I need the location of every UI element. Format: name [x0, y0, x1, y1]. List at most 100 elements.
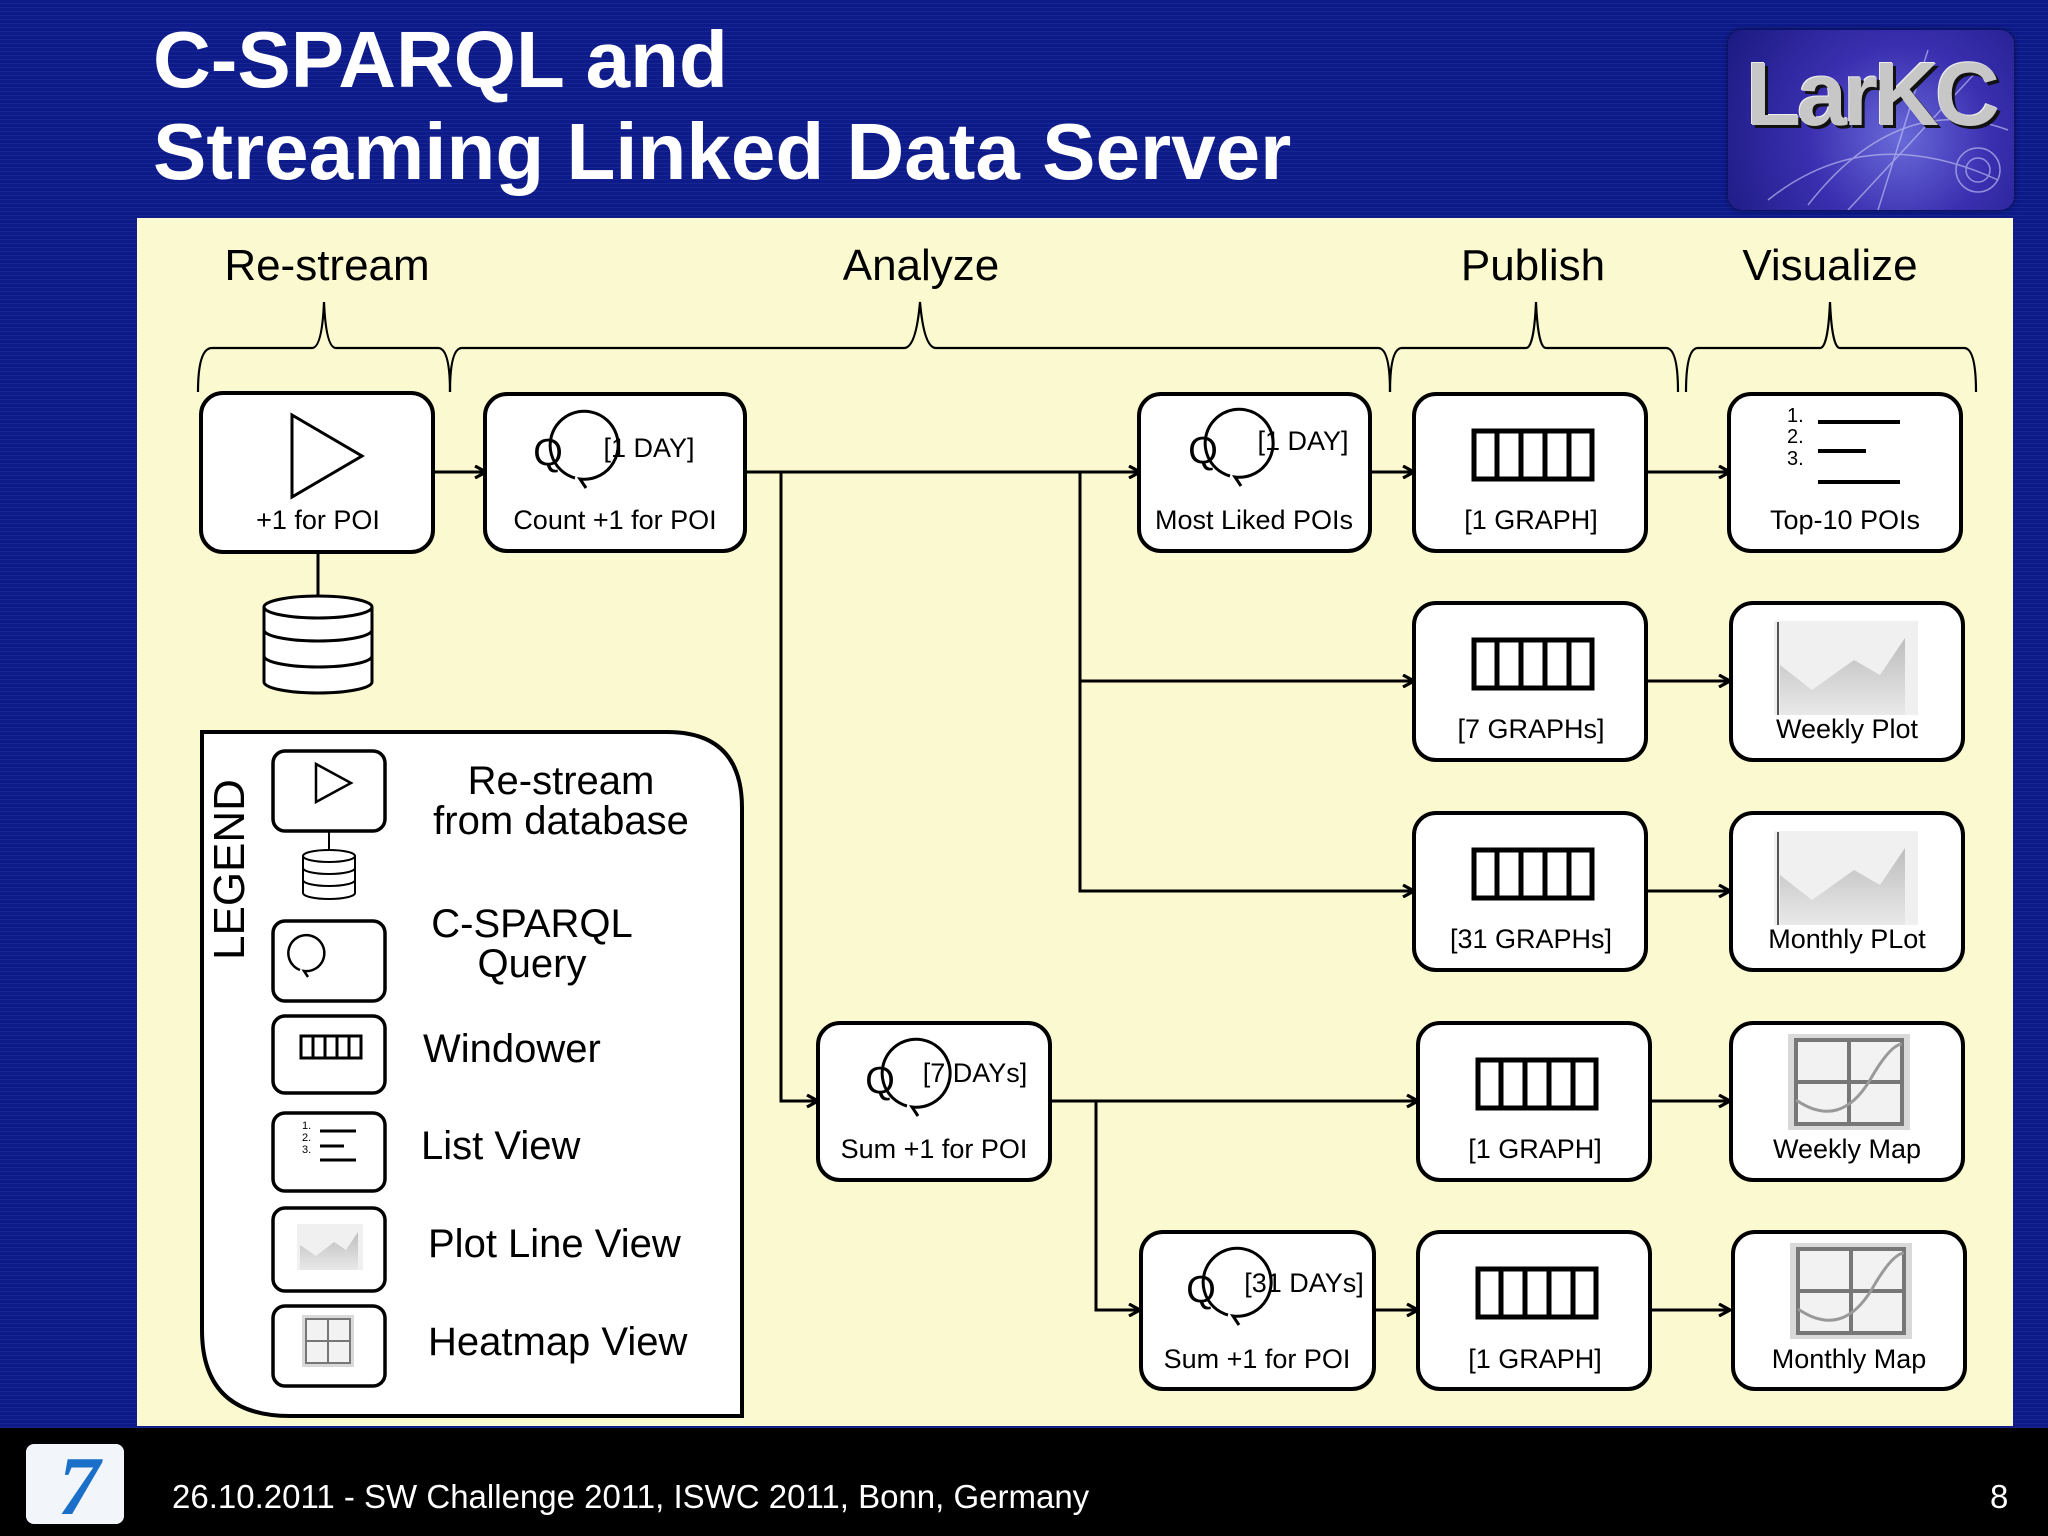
- edge-sum7-to-sum31: [1094, 1101, 1140, 1310]
- query-icon: [1201, 1246, 1273, 1326]
- windower-icon: [1471, 637, 1595, 691]
- title-line-1: C-SPARQL and: [153, 15, 728, 104]
- brace-visualize: [1684, 301, 1978, 393]
- node-sum31-query[interactable]: Q [31 DAYs] Sum +1 for POI: [1139, 1230, 1376, 1391]
- node-view-weekly-map-label: Weekly Map: [1773, 1134, 1921, 1164]
- pipeline-diagram: Re-stream Analyze Publish Visualize: [137, 218, 2013, 1426]
- svg-text:2.: 2.: [1787, 426, 1804, 448]
- page-number: 8: [1990, 1478, 2009, 1515]
- phase-label-visualize: Visualize: [1742, 241, 1917, 290]
- node-view-weekly-plot-label: Weekly Plot: [1776, 714, 1919, 744]
- brace-restream: [196, 301, 452, 393]
- node-windower-4-label: [1 GRAPH]: [1468, 1134, 1602, 1164]
- brace-analyze: [448, 301, 1392, 393]
- legend-query-line2: Query: [478, 942, 587, 986]
- node-windower-3-label: [31 GRAPHs]: [1450, 924, 1612, 954]
- node-most-liked-query-window: [1 DAY]: [1257, 426, 1348, 456]
- node-count-query-label: Count +1 for POI: [513, 505, 716, 535]
- windower-icon: [1471, 428, 1595, 482]
- database-icon: [262, 594, 374, 695]
- node-windower-4[interactable]: [1 GRAPH]: [1416, 1021, 1652, 1182]
- legend-heatmap-label: Heatmap View: [428, 1320, 688, 1364]
- plot-line-icon: [1774, 831, 1918, 925]
- query-icon-letter: Q: [1188, 430, 1218, 472]
- list-icon: 1. 2. 3.: [302, 1120, 356, 1162]
- node-windower-5[interactable]: [1 GRAPH]: [1416, 1230, 1652, 1391]
- windower-icon: [1475, 1266, 1599, 1320]
- node-windower-1-label: [1 GRAPH]: [1464, 505, 1598, 535]
- play-icon: [314, 761, 354, 805]
- node-windower-3[interactable]: [31 GRAPHs]: [1412, 811, 1648, 972]
- query-icon-letter: Q: [533, 432, 563, 474]
- legend-restream-line2: from database: [433, 799, 689, 843]
- node-windower-2-label: [7 GRAPHs]: [1457, 714, 1604, 744]
- node-restream[interactable]: +1 for POI: [199, 391, 435, 554]
- edge-count-to-sum7: [779, 472, 818, 1101]
- heatmap-icon: [1790, 1243, 1912, 1339]
- node-most-liked-query[interactable]: Q [1 DAY] Most Liked POIs: [1137, 392, 1372, 553]
- query-icon-letter: Q: [865, 1060, 895, 1102]
- query-icon: [548, 409, 620, 489]
- node-windower-1[interactable]: [1 GRAPH]: [1412, 392, 1648, 553]
- fp7-logo: 7: [26, 1440, 124, 1533]
- node-view-top10-label: Top-10 POIs: [1770, 505, 1920, 535]
- svg-text:2.: 2.: [302, 1132, 311, 1144]
- legend-query-line1: C-SPARQL: [431, 902, 633, 946]
- node-sum31-query-label: Sum +1 for POI: [1164, 1344, 1351, 1374]
- slide-title: C-SPARQL and Streaming Linked Data Serve…: [153, 14, 1291, 198]
- node-count-query-window: [1 DAY]: [603, 433, 694, 463]
- svg-text:3.: 3.: [1787, 448, 1804, 470]
- query-icon: [287, 933, 326, 978]
- footer-text: 26.10.2011 - SW Challenge 2011, ISWC 201…: [172, 1478, 1090, 1515]
- heatmap-icon: [1788, 1034, 1910, 1130]
- legend-windower-label: Windower: [423, 1027, 601, 1071]
- legend-listview-icon: [271, 1111, 387, 1193]
- node-view-top10[interactable]: 1. 2. 3. Top-10 POIs: [1727, 392, 1963, 553]
- query-icon: [880, 1037, 952, 1117]
- title-line-2: Streaming Linked Data Server: [153, 107, 1292, 196]
- legend-plotline-label: Plot Line View: [428, 1222, 681, 1266]
- logo-swirl-graphic: [1767, 49, 2009, 210]
- node-windower-5-label: [1 GRAPH]: [1468, 1344, 1602, 1374]
- node-sum7-query-window: [7 DAYs]: [923, 1058, 1028, 1088]
- phase-label-restream: Re-stream: [224, 241, 429, 290]
- larkc-logo: LarKC: [1728, 30, 2014, 210]
- query-icon-letter: Q: [1186, 1269, 1216, 1311]
- svg-text:3.: 3.: [302, 1144, 311, 1156]
- node-view-weekly-map[interactable]: Weekly Map: [1729, 1021, 1965, 1182]
- logo-wordmark: LarKC: [1746, 45, 2000, 145]
- plot-line-icon: [1774, 621, 1918, 715]
- node-view-monthly-plot-label: Monthly PLot: [1768, 924, 1926, 954]
- windower-icon: [1475, 1057, 1599, 1111]
- node-sum7-query[interactable]: Q [7 DAYs] Sum +1 for POI: [816, 1021, 1052, 1182]
- brace-publish: [1388, 301, 1680, 393]
- node-windower-2[interactable]: [7 GRAPHs]: [1412, 601, 1648, 762]
- node-view-weekly-plot[interactable]: Weekly Plot: [1729, 601, 1965, 762]
- database-icon: [302, 849, 356, 900]
- legend: LEGEND Re-stream from database C-SPARQL …: [200, 730, 744, 1418]
- node-count-query[interactable]: Q [1 DAY] Count +1 for POI: [483, 392, 747, 553]
- edge-count-to-windower3: [1078, 681, 1414, 891]
- legend-restream-line1: Re-stream: [468, 759, 655, 803]
- list-icon: 1. 2. 3.: [1787, 405, 1900, 484]
- windower-icon: [1471, 847, 1595, 901]
- node-view-monthly-map-label: Monthly Map: [1772, 1344, 1927, 1374]
- query-icon: [1203, 407, 1275, 487]
- legend-listview-label: List View: [421, 1124, 580, 1168]
- node-view-monthly-map[interactable]: Monthly Map: [1731, 1230, 1967, 1391]
- legend-query-icon: [271, 919, 387, 1003]
- node-restream-label: +1 for POI: [256, 505, 380, 535]
- legend-title: LEGEND: [205, 779, 254, 960]
- fp7-logo-mark: 7: [58, 1440, 100, 1533]
- svg-text:1.: 1.: [1787, 405, 1804, 427]
- heatmap-icon: [302, 1315, 354, 1367]
- node-view-monthly-plot[interactable]: Monthly PLot: [1729, 811, 1965, 972]
- phase-label-analyze: Analyze: [843, 241, 1000, 290]
- svg-text:1.: 1.: [302, 1120, 311, 1132]
- node-sum7-query-label: Sum +1 for POI: [841, 1134, 1028, 1164]
- footer-bar: [0, 1428, 2048, 1536]
- phase-label-publish: Publish: [1461, 241, 1605, 290]
- legend-windower-icon: [271, 1014, 387, 1095]
- node-most-liked-query-label: Most Liked POIs: [1155, 505, 1353, 535]
